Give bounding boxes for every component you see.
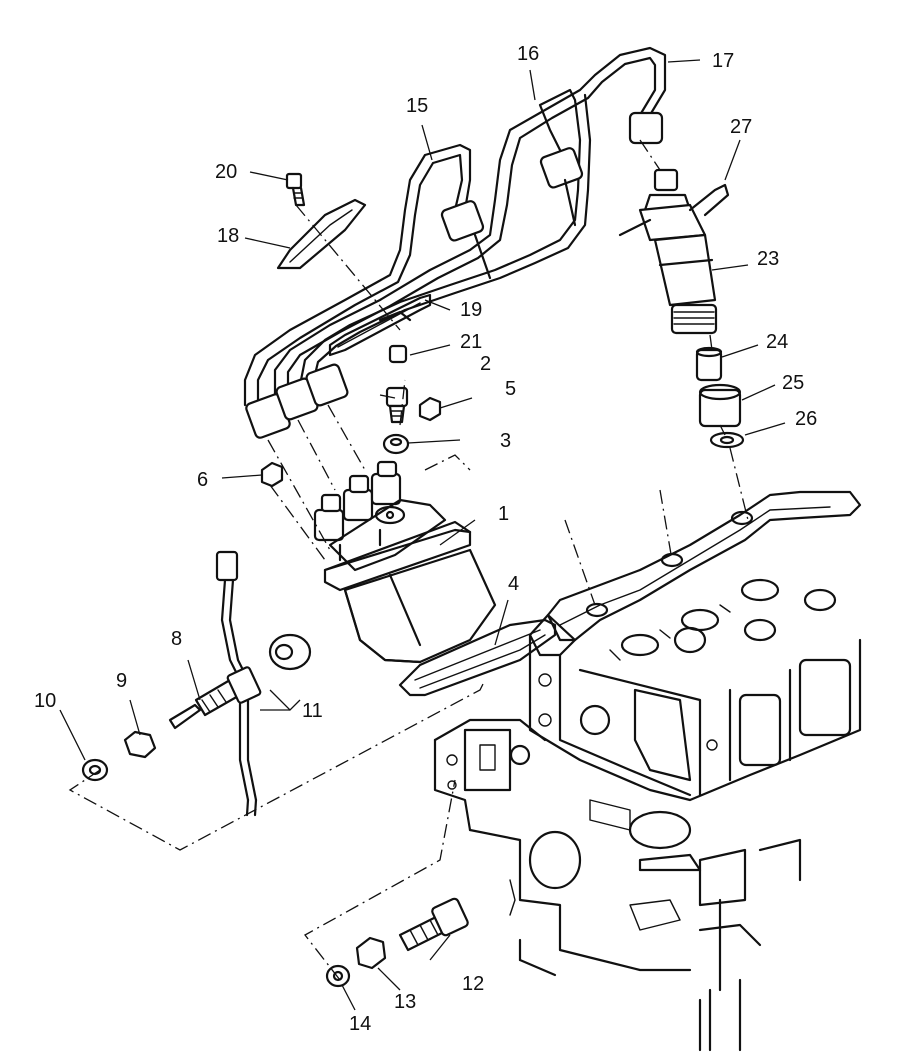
callout-3: 3 (500, 430, 511, 452)
callout-13: 13 (394, 991, 416, 1013)
callout-15: 15 (406, 95, 428, 117)
nut-9 (123, 730, 157, 759)
callout-18: 18 (217, 225, 239, 247)
assembly-center-lines (68, 139, 749, 981)
callout-17: 17 (712, 50, 734, 72)
callout-6: 6 (197, 469, 208, 491)
callout-23: 23 (757, 248, 779, 270)
washer-14 (325, 964, 351, 988)
callout-21: 21 (460, 331, 482, 353)
callout-26: 26 (795, 408, 817, 430)
injector (618, 168, 730, 335)
callout-9: 9 (116, 670, 127, 692)
pump-gasket (398, 618, 557, 697)
callout-24: 24 (766, 331, 788, 353)
cylinder-head (528, 490, 862, 802)
nut-5 (418, 396, 442, 422)
washer-10 (81, 758, 109, 782)
injection-pipes (243, 46, 667, 439)
callout-16: 16 (517, 43, 539, 65)
callout-labels: 1 2 3 4 5 6 8 9 10 11 12 13 14 15 16 17 … (34, 43, 817, 1035)
injector-seal-24 (695, 346, 723, 382)
callout-leaders (59, 59, 786, 1011)
callout-20: 20 (215, 161, 237, 183)
callout-11: 11 (302, 700, 323, 722)
callout-8: 8 (171, 628, 182, 650)
callout-5: 5 (505, 378, 516, 400)
callout-2: 2 (480, 353, 491, 375)
callout-14: 14 (349, 1013, 371, 1035)
callout-4: 4 (508, 573, 519, 595)
callout-19: 19 (460, 299, 482, 321)
nut-13 (355, 936, 387, 970)
nut-6 (260, 461, 284, 488)
injector-sleeve-25 (698, 383, 742, 428)
callout-27: 27 (730, 116, 752, 138)
callout-12: 12 (462, 973, 484, 995)
injection-pump (313, 460, 497, 664)
callout-1: 1 (498, 503, 509, 525)
callout-25: 25 (782, 372, 804, 394)
bolt-12 (398, 897, 469, 952)
washer-26 (709, 431, 745, 449)
glow-plug-8 (168, 666, 262, 730)
pipe-clamp (276, 172, 432, 364)
glow-plug-wire (215, 550, 258, 817)
delivery-valve-holders (313, 460, 447, 572)
callout-10: 10 (34, 690, 56, 712)
engine-block (433, 718, 802, 1052)
washer-3 (382, 433, 410, 455)
connector-11 (268, 633, 312, 671)
